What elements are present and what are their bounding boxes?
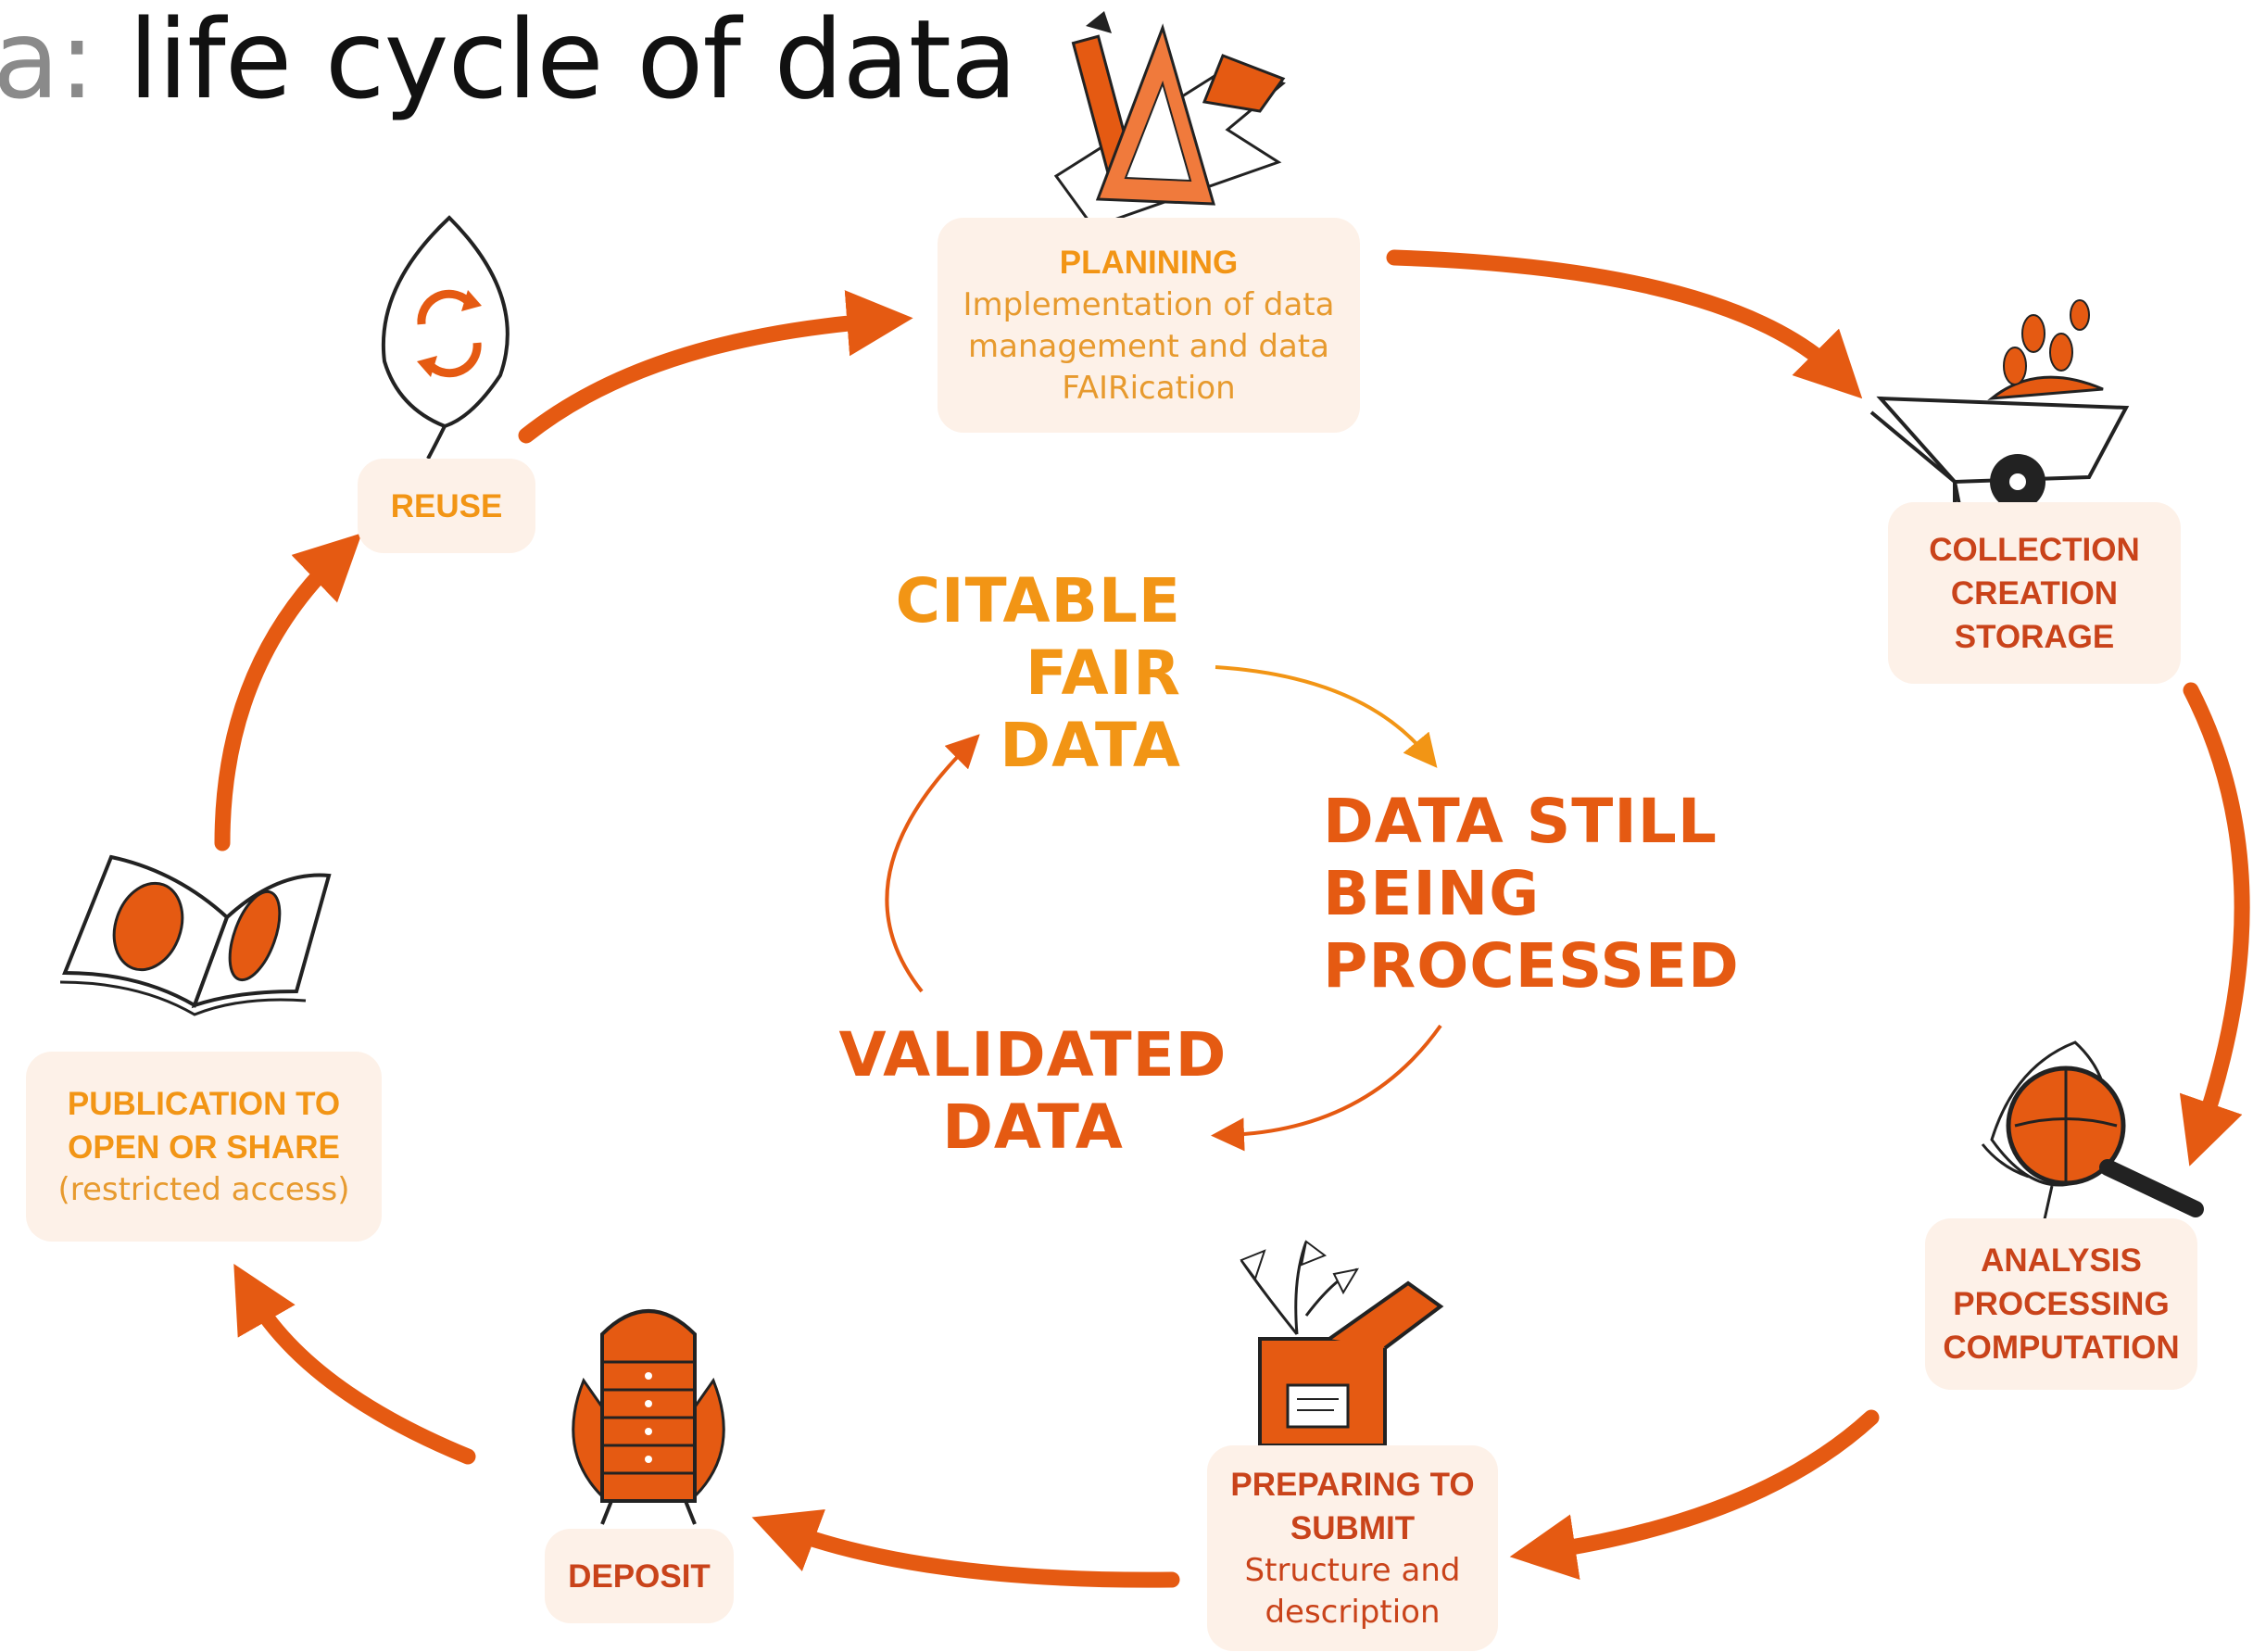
- planning-description-3: FAIRication: [1062, 370, 1236, 407]
- validated-data-label: VALIDATED DATA: [838, 1019, 1227, 1164]
- publication-line-1: PUBLICATION TO: [67, 1086, 341, 1122]
- citable-line-1: CITABLE: [895, 565, 1181, 637]
- stage-analysis: ANALYSIS PROCESSING COMPUTATION: [1925, 1218, 2197, 1390]
- deposit-illustration: [572, 1309, 725, 1525]
- arrow-reuse-to-planning: [518, 290, 913, 444]
- analysis-illustration: [1981, 1040, 2204, 1229]
- data-still-processed-label: DATA STILL BEING PROCESSED: [1323, 786, 1749, 1003]
- stage-planning: PLANINING Implementation of data managem…: [938, 218, 1360, 433]
- stage-collection: COLLECTION CREATION STORAGE: [1888, 502, 2181, 684]
- analysis-line-1: ANALYSIS: [1981, 1242, 2142, 1279]
- collection-line-3: STORAGE: [1954, 618, 2115, 655]
- processing-line-3: PROCESSED: [1323, 930, 1740, 1002]
- reuse-illustration: [381, 215, 510, 460]
- analysis-line-2: PROCESSING: [1953, 1286, 2170, 1322]
- arrow-preparing-to-deposit: [751, 1509, 1180, 1588]
- citable-line-2: FAIR DATA: [1000, 637, 1181, 781]
- arrow-planning-to-collection: [1386, 249, 1863, 399]
- processing-line-2: BEING: [1323, 858, 1541, 929]
- analysis-line-3: COMPUTATION: [1943, 1330, 2180, 1366]
- publication-illustration: [59, 854, 332, 1016]
- arrow-deposit-to-publication: [233, 1264, 476, 1465]
- preparing-line-3: Structure and: [1244, 1552, 1461, 1589]
- title-main: life cycle of data: [94, 0, 1018, 123]
- stage-publication: PUBLICATION TO OPEN OR SHARE (restricted…: [26, 1052, 382, 1242]
- arrow-analysis-to-preparing: [1509, 1409, 1880, 1581]
- arrow-validated-to-citable: [885, 734, 980, 993]
- reuse-label: REUSE: [390, 487, 503, 524]
- preparing-illustration: [1240, 1240, 1444, 1447]
- deposit-label: DEPOSIT: [568, 1557, 711, 1595]
- arrow-processing-to-validated: [1211, 1024, 1442, 1152]
- collection-line-2: CREATION: [1950, 574, 2119, 612]
- citable-fair-data-label: CITABLE FAIR DATA: [838, 565, 1181, 782]
- arrow-collection-to-analysis: [2179, 682, 2250, 1166]
- preparing-line-1: PREPARING TO: [1230, 1467, 1475, 1503]
- stage-deposit: DEPOSIT: [545, 1529, 734, 1623]
- collection-illustration: [1869, 299, 2130, 510]
- publication-line-3: (restricted access): [57, 1171, 350, 1208]
- planning-description-1: Implementation of data: [963, 286, 1335, 323]
- collection-line-1: COLLECTION: [1929, 531, 2140, 568]
- publication-line-2: OPEN OR SHARE: [68, 1129, 340, 1166]
- title-prefix: a:: [0, 0, 95, 123]
- processing-line-1: DATA STILL: [1323, 786, 1718, 857]
- preparing-line-2: SUBMIT: [1290, 1510, 1416, 1546]
- arrow-publication-to-reuse: [214, 533, 362, 851]
- validated-line-2: DATA: [942, 1091, 1124, 1163]
- page-title: a: life cycle of data: [0, 0, 1018, 124]
- preparing-line-4: description: [1265, 1594, 1441, 1631]
- validated-line-1: VALIDATED: [838, 1019, 1227, 1091]
- arrow-citable-to-processing: [1215, 665, 1438, 768]
- stage-reuse: REUSE: [358, 459, 535, 553]
- planning-illustration: [1053, 11, 1286, 229]
- planning-description-2: management and data: [968, 328, 1329, 365]
- planning-heading: PLANINING: [1059, 245, 1239, 281]
- stage-preparing: PREPARING TO SUBMIT Structure and descri…: [1207, 1445, 1498, 1651]
